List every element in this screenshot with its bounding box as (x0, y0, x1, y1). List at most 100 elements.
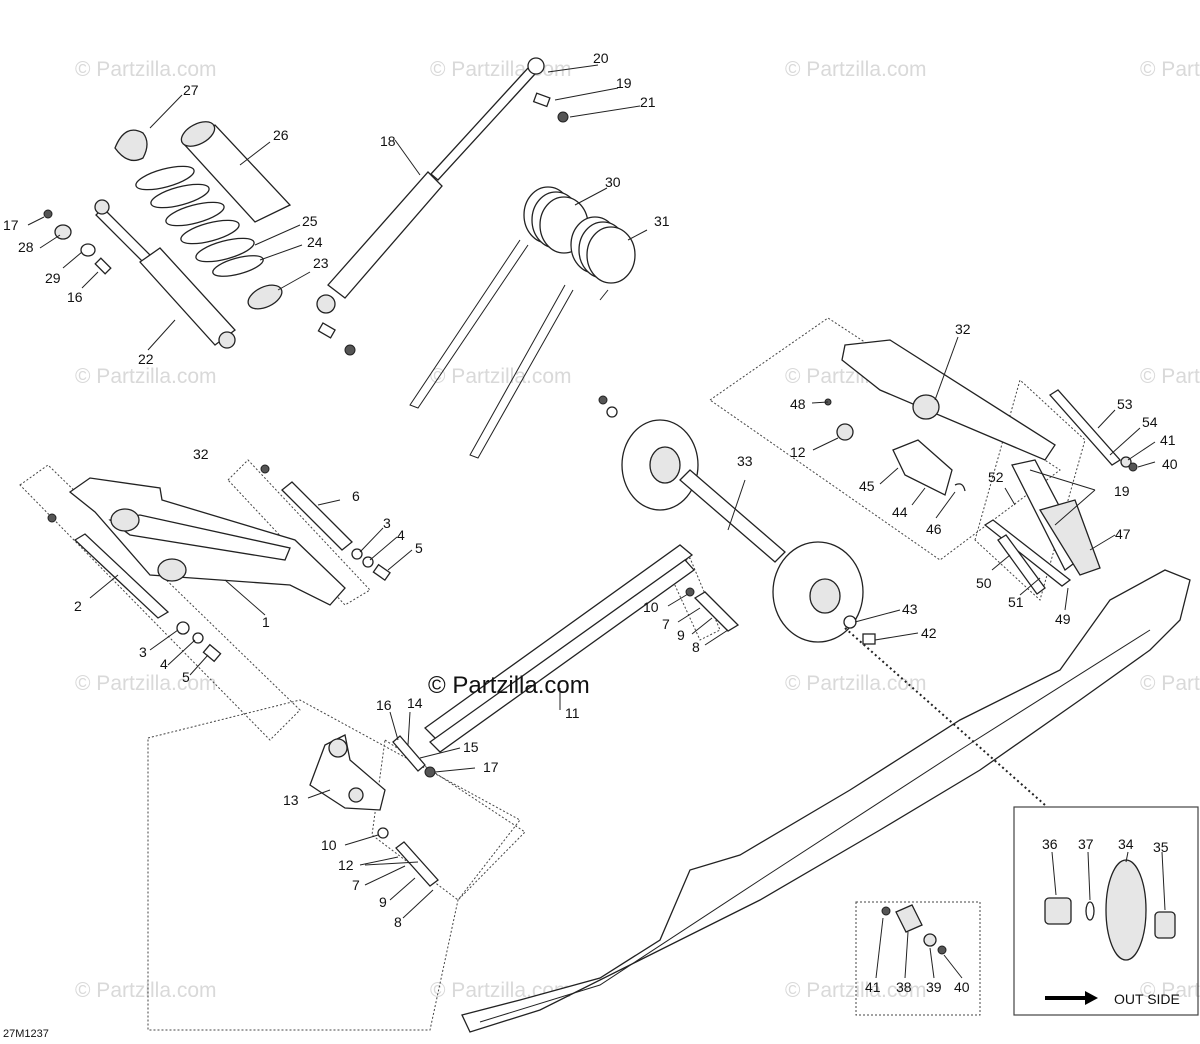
callout-label: 43 (902, 601, 918, 617)
arrow-head-icon (1085, 991, 1098, 1005)
callout-label: 47 (1115, 526, 1131, 542)
nut (344, 344, 356, 356)
rear-arm-pivot (912, 394, 940, 420)
adjuster-ring (247, 284, 283, 310)
diagram-code: 27M1237 (3, 1028, 49, 1040)
callout-label: 11 (565, 705, 580, 721)
spring-cup (114, 129, 148, 162)
watermark: © Partzilla.com (1140, 365, 1200, 388)
callout-label: 49 (1055, 611, 1071, 627)
torsion-spring-right (469, 216, 636, 459)
watermark: © Partzilla.com (1140, 58, 1200, 81)
callout-label: 40 (1162, 456, 1178, 472)
long-bolt (281, 481, 353, 551)
spacer (895, 904, 923, 933)
callout-label: 21 (640, 94, 656, 110)
slider-block (892, 439, 953, 496)
rear-shock-rod (430, 67, 536, 181)
group-outline (709, 317, 1061, 561)
callout-label: 48 (790, 396, 806, 412)
watermark: © Partzilla.com (430, 365, 572, 388)
callout-label: 51 (1008, 594, 1024, 610)
nut (557, 111, 569, 123)
link-rod (1049, 389, 1121, 466)
nut (260, 464, 270, 474)
outside-note: OUT SIDE (1114, 991, 1180, 1007)
pivot-bracket (309, 734, 386, 811)
callout-label: 38 (896, 979, 912, 995)
callout-label: 3 (383, 515, 391, 531)
callout-label: 23 (313, 255, 329, 271)
callout-label: 36 (1042, 836, 1058, 852)
callout-label: 28 (18, 239, 34, 255)
group-outline (371, 739, 526, 901)
detail-box (1013, 806, 1199, 1016)
callout-label: 13 (283, 792, 299, 808)
link-bar (997, 534, 1046, 595)
bracket (1038, 499, 1101, 576)
callout-label: 4 (160, 656, 168, 672)
callout-label: 17 (483, 759, 499, 775)
group-outline (855, 901, 981, 1016)
leader-lines (27, 64, 1166, 979)
watermark: © Partzilla.com (75, 58, 217, 81)
callout-label: 34 (1118, 836, 1134, 852)
idler-wheel-hub (809, 578, 841, 614)
callout-label: 25 (302, 213, 318, 229)
pivot-bushing (328, 738, 348, 758)
rear-arm (841, 339, 1056, 461)
callout-label: 44 (892, 504, 908, 520)
washer (1085, 901, 1095, 921)
callout-label: 9 (379, 894, 387, 910)
washer (606, 406, 618, 418)
watermark: © Partzilla.com (75, 979, 217, 1002)
callout-label: 54 (1142, 414, 1158, 430)
shock-eye (218, 331, 236, 349)
callout-label: 26 (273, 127, 289, 143)
nut (43, 209, 53, 219)
callout-label: 33 (737, 453, 753, 469)
washer (192, 632, 204, 644)
callout-label: 4 (397, 527, 405, 543)
washer (377, 827, 389, 839)
bolt (372, 563, 391, 582)
callout-label: 7 (352, 877, 360, 893)
washer (843, 615, 857, 629)
callout-label: 1 (262, 614, 270, 630)
washer (176, 621, 190, 635)
callout-label: 41 (865, 979, 881, 995)
callout-label: 32 (955, 321, 971, 337)
slide-rail-edge (479, 629, 1151, 1023)
callout-label: 41 (1160, 432, 1176, 448)
nut (424, 766, 436, 778)
clip (954, 483, 966, 492)
callout-label: 15 (463, 739, 479, 755)
bolt (862, 633, 876, 645)
callout-label: 8 (394, 914, 402, 930)
bolt (693, 591, 740, 632)
callout-label: 16 (376, 697, 392, 713)
callout-label: 52 (988, 469, 1004, 485)
slide-rail (461, 569, 1191, 1033)
watermark: © Partzilla.com (75, 365, 217, 388)
idler-wheel-hub (649, 446, 681, 484)
front-arm-pivot (157, 558, 187, 582)
bolt (317, 322, 336, 339)
shock-eye (94, 199, 110, 215)
callout-label: 8 (692, 639, 700, 655)
parts-artwork (43, 57, 1191, 1033)
watermark: © Partzilla.com (75, 672, 217, 695)
washer (80, 243, 96, 257)
watermark: © Partzilla.com (785, 672, 927, 695)
callout-label: 24 (307, 234, 323, 250)
pivot-bushing (348, 787, 364, 803)
nut (881, 906, 891, 916)
callout-label: 32 (193, 446, 209, 462)
callout-label: 6 (352, 488, 360, 504)
bolt (532, 92, 551, 108)
bushing (1154, 911, 1176, 939)
rear-shock-eye (316, 294, 336, 314)
callout-label: 5 (415, 540, 423, 556)
group-outline (19, 464, 301, 741)
